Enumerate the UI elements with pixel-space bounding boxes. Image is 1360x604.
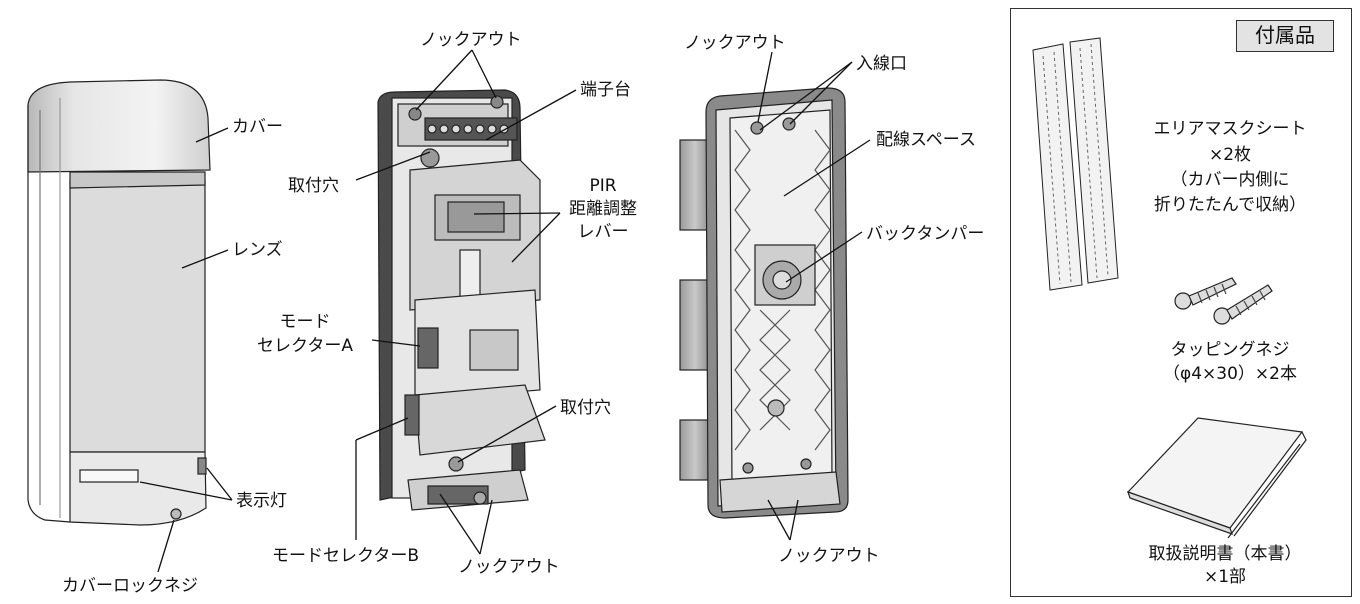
accessories-panel (1010, 8, 1352, 597)
screw-line1: タッピングネジ (1170, 340, 1290, 360)
label-pir-line2: 距離調整 (569, 199, 637, 219)
rib-left (734, 129, 751, 451)
label-wire-inlet: 入線口 (856, 54, 907, 74)
label-mode-selector-a-line2: セレクターA (257, 336, 353, 356)
label-cover-lock-screw: カバーロックネジ (62, 576, 198, 596)
label-wiring-space: 配線スペース (876, 130, 976, 150)
label-lens: レンズ (232, 240, 283, 260)
label-mode-selector-a-line1: モード (279, 312, 331, 332)
mask-sheet-line2: ×2枚 (1208, 145, 1252, 165)
mount-hole-upper-shape (420, 148, 440, 168)
label-mount-hole-lower: 取付穴 (560, 398, 611, 418)
knockout-hole-right (490, 95, 504, 109)
mount-hole-lower-shape (448, 456, 464, 472)
label-knockout-top-back: ノックアウト (684, 33, 786, 53)
label-pir-line1: PIR (589, 176, 617, 196)
cover-bottom-shape (69, 451, 207, 526)
label-mode-selector-b: モードセレクターB (272, 546, 419, 566)
label-cover: カバー (232, 117, 283, 137)
tapping-screws-drawing (1174, 277, 1273, 325)
label-knockout-bottom-back: ノックアウト (778, 546, 880, 566)
manual-line2: ×1部 (1203, 567, 1247, 587)
label-pir-line3: レバー (577, 222, 629, 242)
area-mask-sheets-drawing (1032, 37, 1119, 291)
leader-lines (139, 49, 871, 573)
wire-inlet-right-shape (782, 117, 796, 131)
label-knockout-bottom-mid: ノックアウト (458, 557, 560, 577)
mode-selector-a-shape (417, 327, 439, 369)
knockout-hole-left (408, 107, 422, 121)
mask-sheet-line3: （カバー内側に (1170, 170, 1290, 190)
internal-unit-drawing (377, 89, 546, 511)
cover-lock-screw-shape (170, 508, 182, 520)
instruction-manual-drawing (1126, 417, 1307, 539)
label-terminal-block: 端子台 (580, 80, 631, 100)
label-back-tamper: バックタンパー (866, 224, 985, 244)
mask-sheet-line1: エリアマスクシート (1153, 119, 1307, 139)
pir-lever-shape (447, 201, 505, 233)
cover-top-shape (27, 79, 211, 173)
label-mount-hole-upper: 取付穴 (288, 176, 339, 196)
label-indicator: 表示灯 (236, 491, 287, 511)
back-base-drawing (679, 87, 849, 519)
label-knockout-top-mid: ノックアウト (420, 30, 522, 50)
mode-selector-b-shape (404, 394, 420, 436)
mask-sheet-line4: 折りたたんで収納） (1153, 195, 1307, 215)
screw-line2: （φ4×30）×2本 (1163, 364, 1297, 384)
lens-window-shape (69, 179, 206, 453)
cover-unit-drawing (27, 79, 211, 526)
manual-line1: 取扱説明書（本書） (1148, 544, 1302, 564)
accessories-title: 付属品 (1236, 20, 1334, 52)
wire-inlet-left-shape (750, 121, 764, 135)
